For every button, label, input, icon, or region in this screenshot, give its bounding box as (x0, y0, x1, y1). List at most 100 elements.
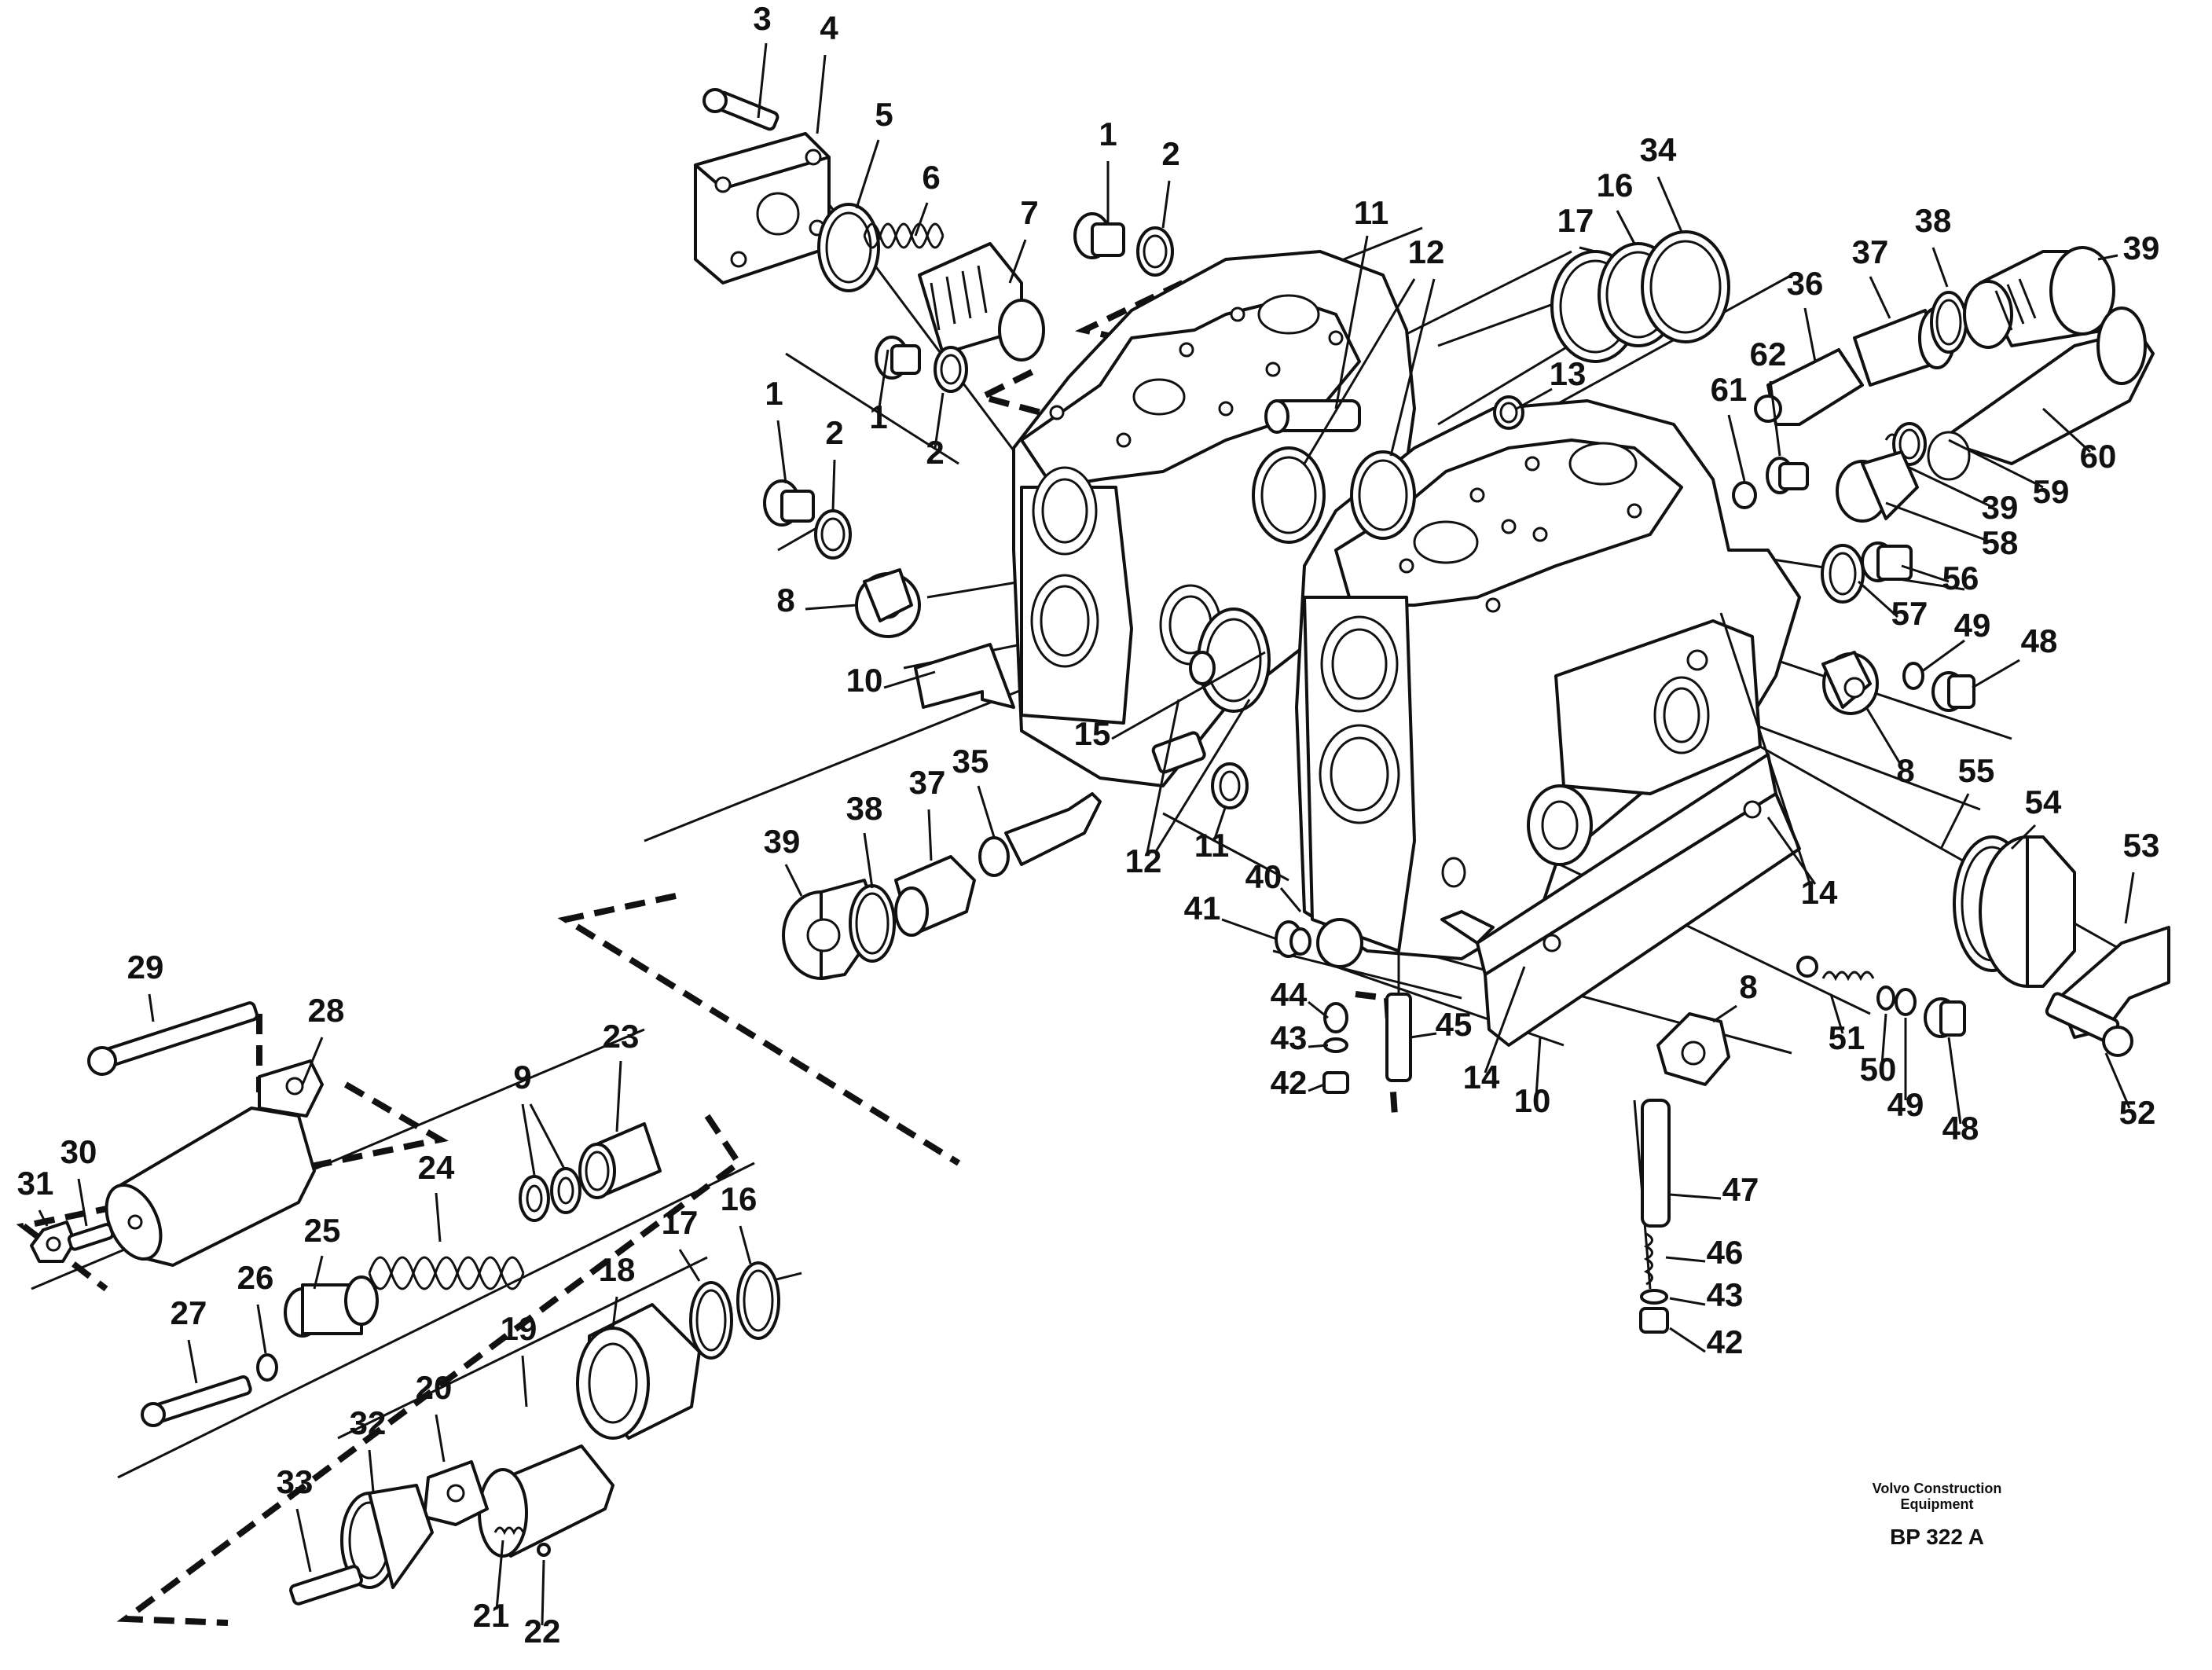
leader-line (1712, 1004, 1737, 1023)
callout-1: 1 (765, 375, 783, 412)
callout-45: 45 (1436, 1006, 1473, 1043)
leader-line (1948, 439, 2044, 489)
valve-housing-right (1295, 399, 1801, 960)
credit-company-sub: Equipment (1901, 1496, 1974, 1512)
callout-14: 14 (1463, 1059, 1500, 1096)
callout-16: 16 (1597, 167, 1634, 204)
callout-38: 38 (846, 790, 883, 827)
callout-26: 26 (237, 1259, 274, 1296)
leader-line (38, 1209, 49, 1227)
leader-line (1719, 612, 1813, 889)
callout-7: 7 (1020, 194, 1038, 231)
leader-line (816, 54, 827, 134)
callout-10: 10 (846, 662, 883, 699)
callout-39: 39 (1982, 489, 2019, 526)
leader-line (256, 1304, 267, 1354)
credit-company: Volvo Construction (1873, 1481, 2002, 1496)
callout-47: 47 (1722, 1171, 1759, 1208)
leader-line (1880, 1013, 1887, 1066)
leader-line (1212, 805, 1227, 842)
callout-56: 56 (1942, 560, 1979, 596)
leader-line (1656, 176, 1683, 233)
leader-line (1947, 1037, 1962, 1125)
leader-line (883, 670, 936, 689)
leader-line (1909, 466, 1993, 508)
callout-3: 3 (753, 0, 771, 37)
leader-line (1869, 276, 1891, 319)
leader-line (1308, 1000, 1329, 1019)
leader-line (313, 1255, 324, 1290)
callout-53: 53 (2123, 827, 2160, 864)
callout-41: 41 (1184, 890, 1221, 927)
leader-line (2041, 407, 2092, 453)
callout-43: 43 (1271, 1019, 1308, 1056)
leader-line (1920, 639, 1965, 674)
callout-36: 36 (1787, 265, 1824, 302)
leader-line (1766, 817, 1817, 885)
callout-1: 1 (869, 398, 887, 435)
callout-24: 24 (418, 1149, 455, 1186)
leader-line (1008, 239, 1027, 284)
leader-line (1865, 707, 1903, 767)
callout-2: 2 (825, 414, 843, 451)
leader-line (1885, 501, 1993, 544)
callout-35: 35 (952, 743, 989, 780)
leader-line (2010, 824, 2037, 850)
callout-51: 51 (1829, 1019, 1865, 1056)
leader-line (977, 785, 996, 838)
leader-line (914, 202, 929, 237)
leader-lines (38, 42, 2135, 1626)
callout-11: 11 (1354, 194, 1388, 231)
leader-line (1669, 1297, 1706, 1306)
leader-line (435, 1414, 446, 1463)
cartridge-right (1732, 246, 2155, 715)
callout-37: 37 (909, 764, 946, 801)
leader-line (831, 459, 836, 512)
leader-line (1901, 564, 1950, 583)
callout-1: 1 (1099, 116, 1117, 152)
callout-5: 5 (875, 96, 893, 133)
leader-line (877, 349, 890, 413)
leader-line (611, 1296, 618, 1329)
leader-line (1857, 580, 1899, 618)
callout-48: 48 (1942, 1110, 1979, 1147)
leader-line (934, 392, 945, 449)
leader-line (435, 1192, 442, 1242)
callout-39: 39 (2123, 229, 2160, 266)
solenoid-assembly-parts (30, 1001, 780, 1606)
callout-4: 4 (820, 9, 838, 46)
leader-line (1484, 966, 1526, 1074)
leader-line (1279, 887, 1302, 912)
callout-61: 61 (1711, 371, 1748, 408)
callout-32: 32 (350, 1404, 387, 1441)
mounting-brackets (914, 643, 1801, 1047)
leader-line (1769, 380, 1781, 457)
callout-30: 30 (61, 1133, 97, 1170)
leader-line (927, 809, 933, 861)
leader-line (1221, 918, 1278, 941)
leader-line (1146, 699, 1180, 853)
leader-line (1334, 235, 1369, 409)
leader-line (1535, 1037, 1542, 1097)
callout-13: 13 (1550, 355, 1587, 392)
callout-44: 44 (1271, 976, 1308, 1013)
callout-29: 29 (127, 949, 164, 985)
callout-60: 60 (2080, 438, 2117, 475)
callout-22: 22 (524, 1613, 561, 1650)
leader-line (2104, 1052, 2131, 1109)
callout-28: 28 (308, 992, 345, 1029)
callout-55: 55 (1958, 752, 1995, 789)
callout-17: 17 (662, 1204, 699, 1241)
callout-17: 17 (1557, 202, 1594, 239)
leader-line (148, 993, 155, 1022)
leader-line (295, 1508, 312, 1573)
plug-parts (1275, 920, 1966, 1334)
callout-39: 39 (764, 823, 801, 860)
callout-50: 50 (1860, 1051, 1897, 1088)
callout-43: 43 (1707, 1276, 1744, 1313)
callout-18: 18 (599, 1251, 636, 1288)
callout-48: 48 (2021, 622, 2058, 659)
